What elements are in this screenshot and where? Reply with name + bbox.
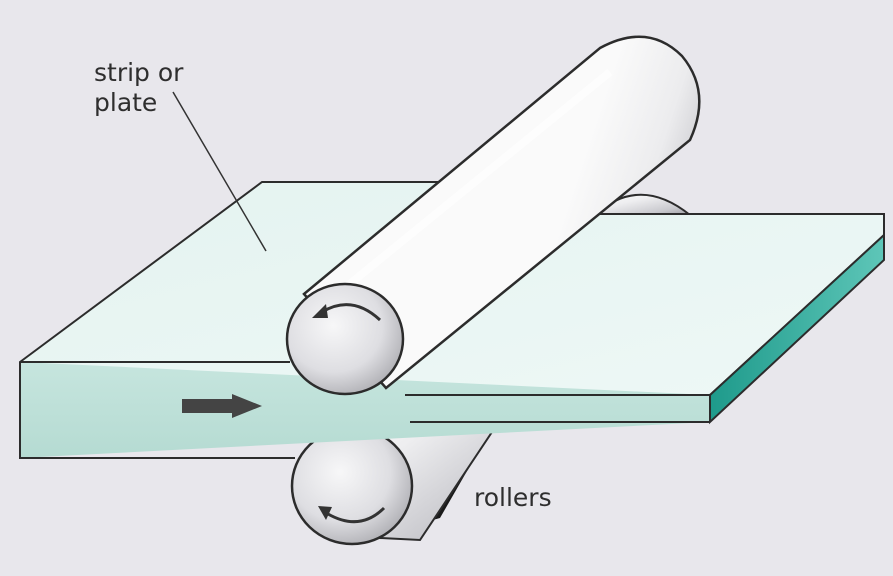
plate-front-face	[20, 362, 710, 458]
strip-leader-line	[172, 91, 267, 252]
plate-side-edge	[709, 232, 885, 425]
lower-roller-end	[290, 426, 414, 546]
strip-label-line2: plate	[94, 88, 157, 117]
rotate-ccw-icon	[318, 506, 386, 524]
upper-roller-end	[285, 282, 405, 396]
upper-roller	[285, 35, 701, 396]
upper-roller-body	[302, 35, 701, 390]
strip-label-line1: strip or	[94, 58, 184, 87]
arrow-right-icon	[182, 394, 262, 418]
rotate-ccw-icon	[312, 303, 382, 322]
rollers-label: rollers	[474, 483, 552, 512]
